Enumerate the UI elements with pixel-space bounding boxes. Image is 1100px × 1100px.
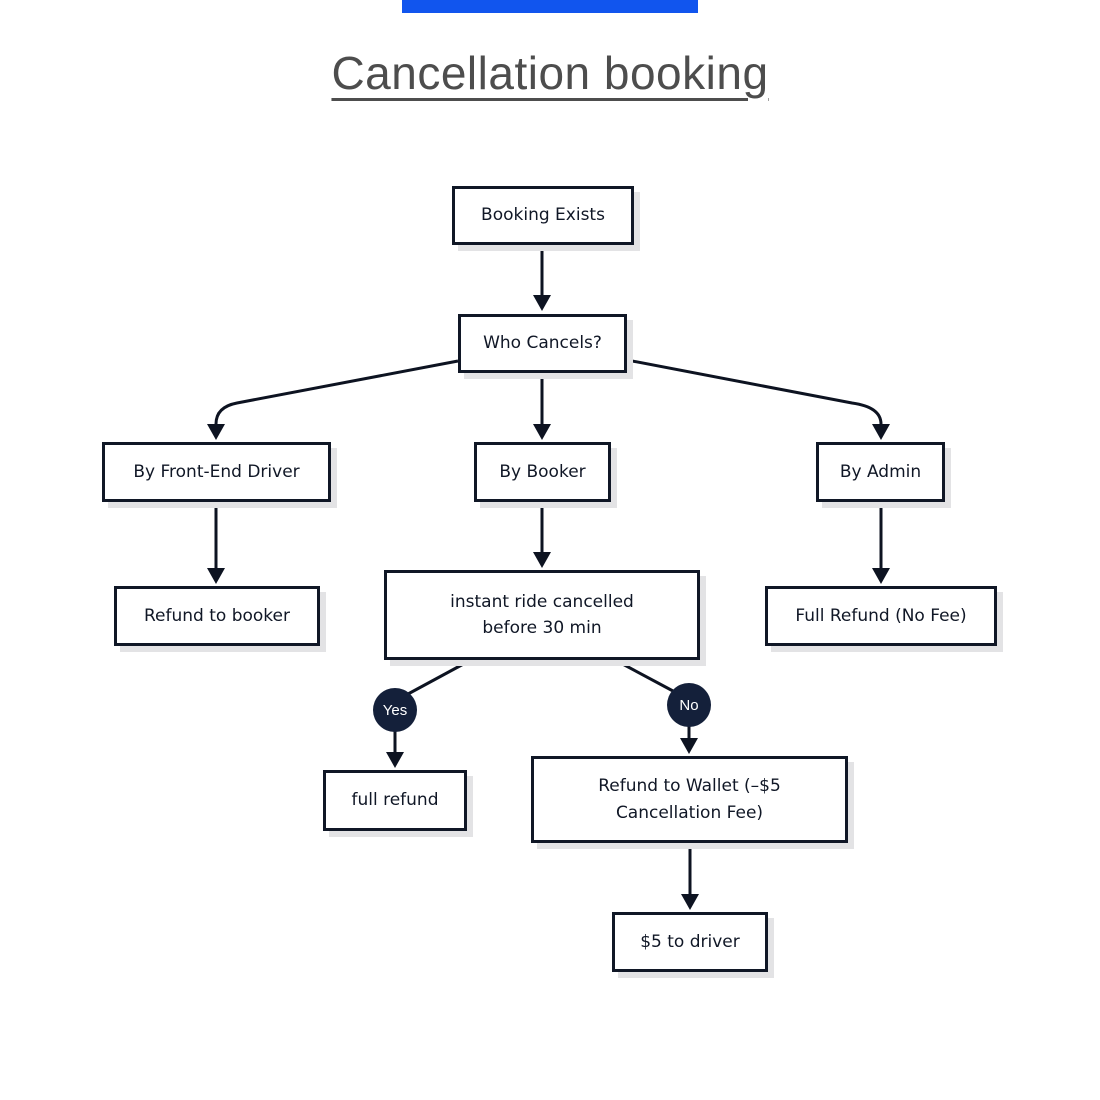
node-by-admin: By Admin [816, 442, 945, 502]
node-label: full refund [351, 790, 439, 811]
top-accent-bar [402, 0, 698, 13]
node-label: Refund to Wallet (–$5 Cancellation Fee) [598, 776, 781, 823]
arrowhead [681, 894, 699, 910]
node-label: $5 to driver [640, 931, 740, 952]
arrowhead [207, 424, 225, 440]
node-instant-ride-cancelled: instant ride cancelled before 30 min [384, 570, 700, 660]
node-label: By Booker [499, 461, 586, 482]
arrowhead [533, 552, 551, 568]
decision-badge-no: No [667, 683, 711, 727]
node-label: By Front-End Driver [133, 461, 300, 482]
decision-badge-yes: Yes [373, 688, 417, 732]
edge-whocancels-to-driver [214, 359, 459, 432]
node-five-dollars-to-driver: $5 to driver [612, 912, 768, 972]
arrowhead [533, 424, 551, 440]
node-label: Full Refund (No Fee) [795, 605, 967, 626]
arrowhead [207, 568, 225, 584]
node-full-refund-no-fee: Full Refund (No Fee) [765, 586, 997, 646]
node-label: instant ride cancelled before 30 min [450, 591, 634, 638]
node-label: Booking Exists [481, 205, 605, 226]
arrowhead [533, 295, 551, 311]
arrowhead [872, 568, 890, 584]
arrowhead [872, 424, 890, 440]
node-label: Who Cancels? [483, 333, 602, 354]
decision-label: Yes [382, 701, 408, 719]
edge-whocancels-to-admin [626, 358, 883, 432]
arrowhead [386, 752, 404, 768]
node-refund-to-wallet: Refund to Wallet (–$5 Cancellation Fee) [531, 756, 848, 843]
edge-instantride-to-no [616, 659, 674, 693]
node-by-booker: By Booker [474, 442, 611, 502]
node-refund-to-booker: Refund to booker [114, 586, 320, 646]
node-who-cancels: Who Cancels? [458, 314, 627, 373]
node-full-refund: full refund [323, 770, 467, 831]
edge-instantride-to-yes [407, 659, 470, 696]
node-by-front-end-driver: By Front-End Driver [102, 442, 331, 502]
node-label: Refund to booker [144, 605, 290, 626]
decision-label: No [679, 696, 699, 714]
node-label: By Admin [839, 461, 922, 482]
page-title: Cancellation booking [331, 47, 769, 99]
arrowhead [680, 738, 698, 754]
node-booking-exists: Booking Exists [452, 186, 634, 245]
